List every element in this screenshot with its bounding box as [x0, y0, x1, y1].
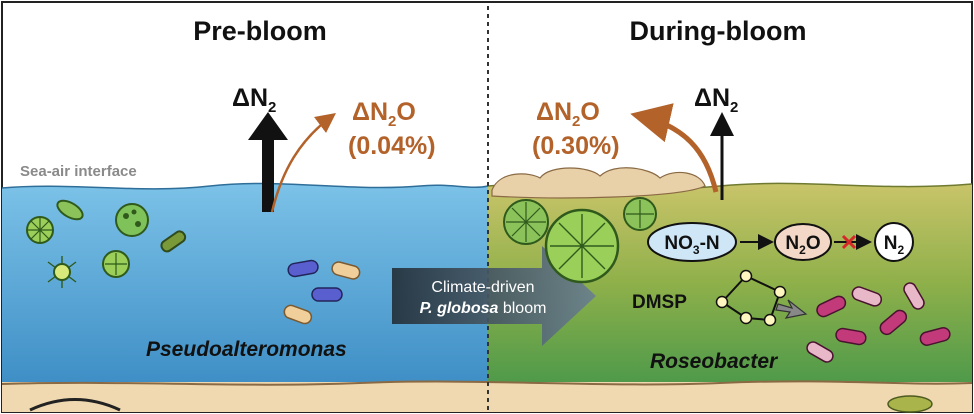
left-phytoplankton [26, 199, 187, 288]
node-n2-label: N2 [884, 233, 905, 257]
left-n2o-percent: (0.04%) [348, 132, 436, 160]
bloom-foam [491, 167, 706, 199]
left-genus-label: Pseudoalteromonas [146, 338, 347, 361]
node-n2o-label: N2O [785, 233, 820, 257]
dmsp-molecule-icon [715, 269, 787, 327]
inhibition-cross-icon [841, 234, 857, 250]
sea-air-interface-label: Sea-air interface [20, 163, 137, 180]
left-bacteria [283, 259, 361, 325]
node-n2o [774, 223, 832, 261]
sediment-algae [887, 395, 933, 413]
dmsp-uptake-arrow-icon [775, 299, 808, 319]
right-genus-label: Roseobacter [650, 350, 779, 373]
left-n2o-arrow [270, 112, 336, 213]
left-n2o-label: ΔN2O [352, 98, 416, 130]
bloom-colonies [503, 197, 657, 284]
title-during-bloom: During-bloom [630, 16, 807, 46]
dmsp-label: DMSP [632, 292, 687, 313]
node-no3n-label: NO3-N [664, 233, 719, 257]
title-pre-bloom: Pre-bloom [193, 16, 327, 46]
transition-line2: P. globosa bloom [420, 300, 547, 317]
right-n2o-label: ΔN2O [536, 98, 600, 130]
left-n2-arrow [248, 112, 288, 212]
right-n2-label: ΔN2 [694, 84, 738, 116]
right-n2o-percent: (0.30%) [532, 132, 620, 160]
sediment-line [1, 380, 973, 386]
sediment-pebble-left [29, 398, 121, 412]
right-bacteria [806, 282, 951, 363]
node-no3n [647, 222, 737, 262]
right-n2o-arrow [630, 103, 719, 193]
node-n2 [874, 222, 914, 262]
left-n2-label: ΔN2 [232, 84, 276, 116]
transition-line1: Climate-driven [431, 279, 534, 296]
transition-arrow [392, 246, 596, 346]
